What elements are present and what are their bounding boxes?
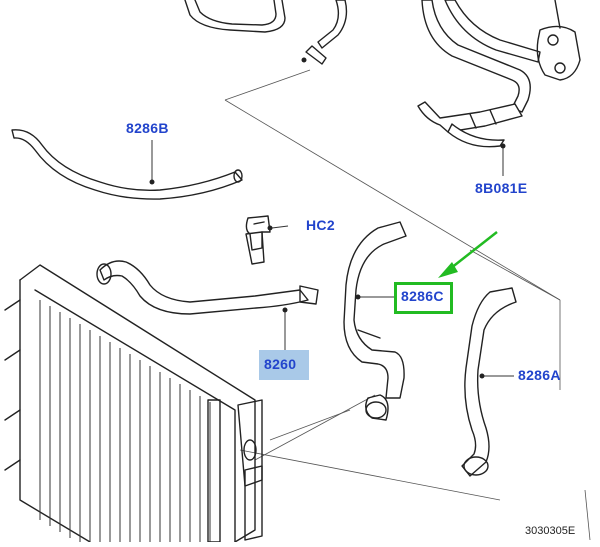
figure-reference-number: 3030305E bbox=[525, 525, 576, 537]
radiator bbox=[4, 264, 263, 543]
callout-8b081e: 8B081E bbox=[475, 180, 528, 196]
reference-plane-lines bbox=[224, 69, 591, 541]
part-8260-hose bbox=[96, 260, 319, 315]
top-left-reservoir-part bbox=[184, 0, 286, 33]
part-hc2-clip bbox=[245, 215, 271, 265]
highlight-fill-8260 bbox=[259, 350, 309, 380]
part-8286a-hose bbox=[461, 287, 517, 477]
upper-top-hose bbox=[301, 0, 348, 65]
highlight-arrow bbox=[438, 231, 498, 278]
leader-lines bbox=[149, 140, 514, 379]
callout-8286a: 8286A bbox=[518, 367, 561, 383]
callout-8260: 8260 bbox=[264, 356, 297, 372]
callout-8286c: 8286C bbox=[401, 288, 444, 304]
part-8286c-hose bbox=[343, 221, 407, 421]
callout-8286b: 8286B bbox=[126, 120, 169, 136]
highlight-box-8286c bbox=[394, 282, 453, 314]
part-8b081e-pipe bbox=[417, 101, 523, 148]
thermostat-housing-assembly bbox=[421, 0, 581, 113]
callout-hc2: HC2 bbox=[306, 217, 335, 233]
part-8286b-hose bbox=[11, 129, 243, 200]
radiator-fins bbox=[39, 300, 221, 542]
